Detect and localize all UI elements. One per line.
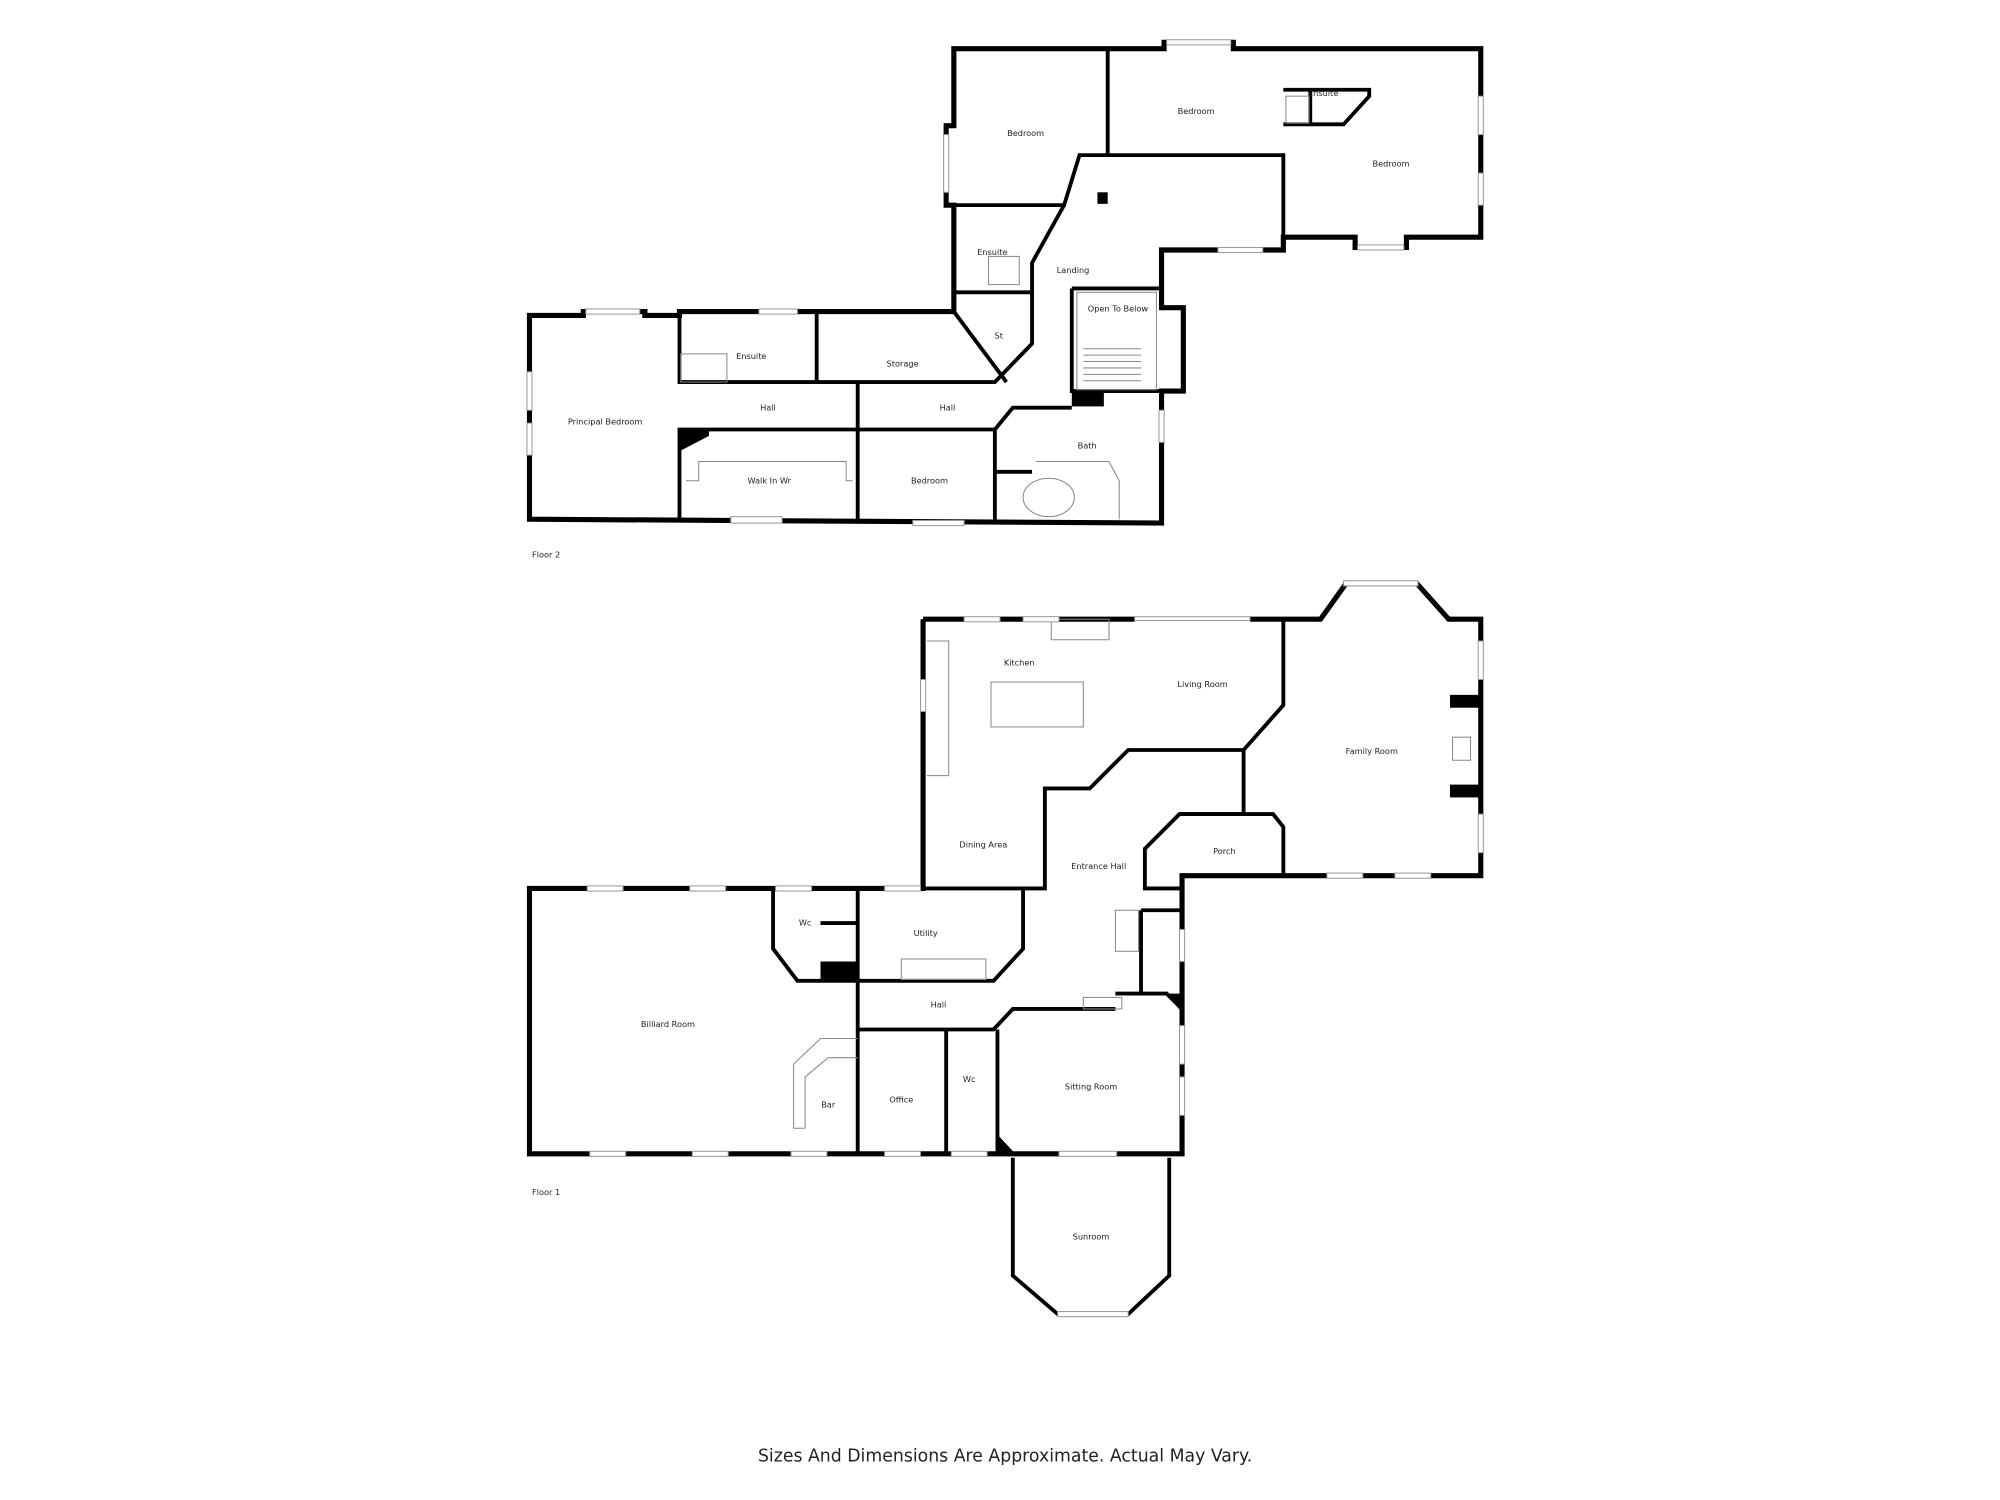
floor-2-label: Floor 2 (532, 550, 560, 560)
room-label-billiard-room: Billiard Room (641, 1019, 695, 1029)
room-label-wc: Wc (799, 918, 812, 928)
floor-1-label: Floor 1 (532, 1187, 560, 1197)
room-label-living-room: Living Room (1177, 679, 1227, 689)
floor-2-outer-wall (526, 39, 1484, 526)
room-label-porch: Porch (1213, 846, 1236, 856)
room-label-bedroom: Bedroom (1007, 128, 1044, 138)
floor-2-fixtures (679, 95, 1310, 520)
room-label-dining-area: Dining Area (959, 839, 1007, 849)
room-label-ensuite: Ensuite (977, 247, 1007, 257)
room-label-kitchen: Kitchen (1004, 657, 1035, 667)
floor-1-windows (586, 580, 1484, 1318)
floor-1-plan: Kitchen Living Room Family Room Dining A… (526, 580, 1484, 1318)
room-label-bedroom: Bedroom (1178, 106, 1215, 116)
room-label-hall: Hall (931, 1000, 947, 1010)
room-label-storage: Storage (887, 359, 919, 369)
room-label-open-to-below: Open To Below (1088, 304, 1149, 314)
room-label-principal-bedroom: Principal Bedroom (568, 416, 643, 426)
room-label-entrance-hall: Entrance Hall (1071, 861, 1126, 871)
room-label-sitting-room: Sitting Room (1065, 1082, 1117, 1092)
room-label-bar: Bar (821, 1100, 836, 1110)
room-label-wc: Wc (963, 1074, 976, 1084)
room-label-store: St (995, 330, 1004, 340)
floor-1-interior-walls (771, 619, 1286, 1154)
room-label-hall: Hall (760, 402, 776, 412)
floor-2-plan: Bedroom Bedroom Ensuite Bedroom Ensuite … (526, 39, 1484, 560)
room-label-family-room: Family Room (1346, 746, 1398, 756)
room-label-sunroom: Sunroom (1073, 1232, 1110, 1242)
room-label-ensuite: Ensuite (736, 351, 766, 361)
room-label-bath: Bath (1078, 441, 1097, 451)
room-label-utility: Utility (914, 928, 938, 938)
room-label-hall: Hall (940, 402, 956, 412)
disclaimer-text: Sizes And Dimensions Are Approximate. Ac… (758, 1447, 1252, 1467)
floor-2-windows (526, 39, 1484, 527)
room-label-landing: Landing (1057, 265, 1090, 275)
room-label-bedroom: Bedroom (1373, 159, 1410, 169)
room-label-walk-in-wardrobe: Walk In Wr (747, 475, 791, 485)
floor-1-outer-wall (526, 580, 1484, 1157)
floor-2-interior-walls (677, 48, 1372, 524)
room-label-ensuite: Ensuite (1308, 88, 1338, 98)
room-label-office: Office (889, 1095, 913, 1105)
room-label-bedroom: Bedroom (911, 475, 948, 485)
